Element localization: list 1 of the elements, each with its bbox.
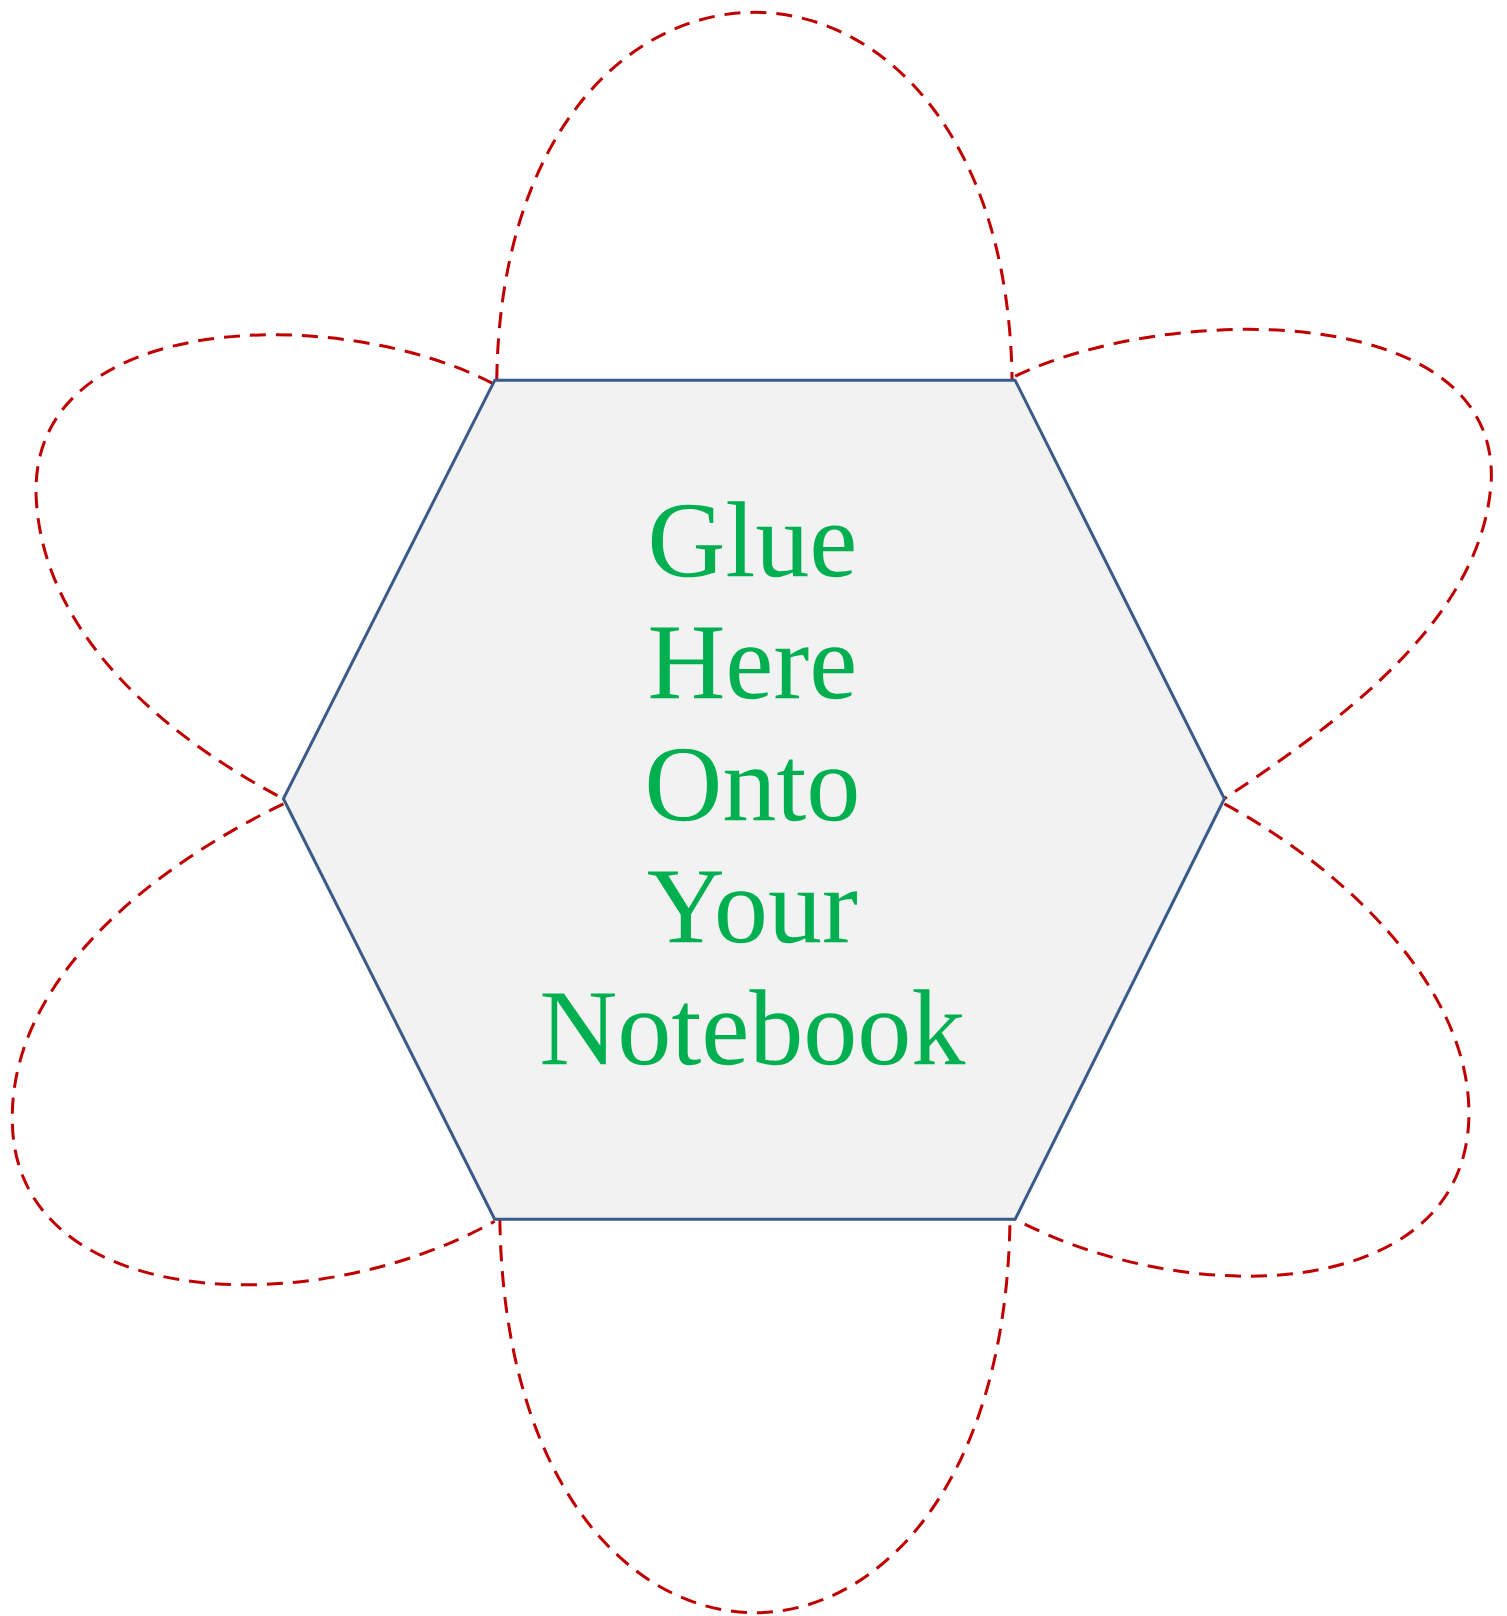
hexagon-box: Glue Here Onto Your Notebook (282, 378, 1226, 1221)
